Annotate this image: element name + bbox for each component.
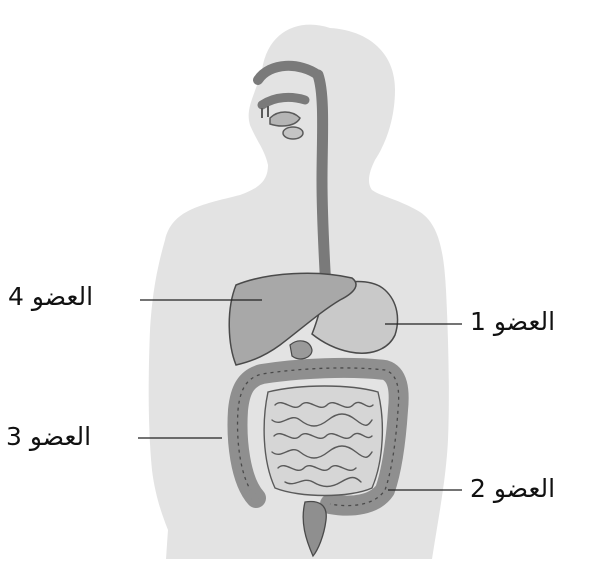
organ-4-label: العضو 4	[8, 284, 93, 309]
organ-1-label: العضو 1	[470, 309, 555, 334]
organ-3-label: العضو 3	[6, 424, 91, 449]
gallbladder	[290, 341, 312, 359]
organ-2-label: العضو 2	[470, 476, 555, 501]
salivary-gland	[283, 127, 303, 139]
esophagus	[318, 75, 326, 290]
